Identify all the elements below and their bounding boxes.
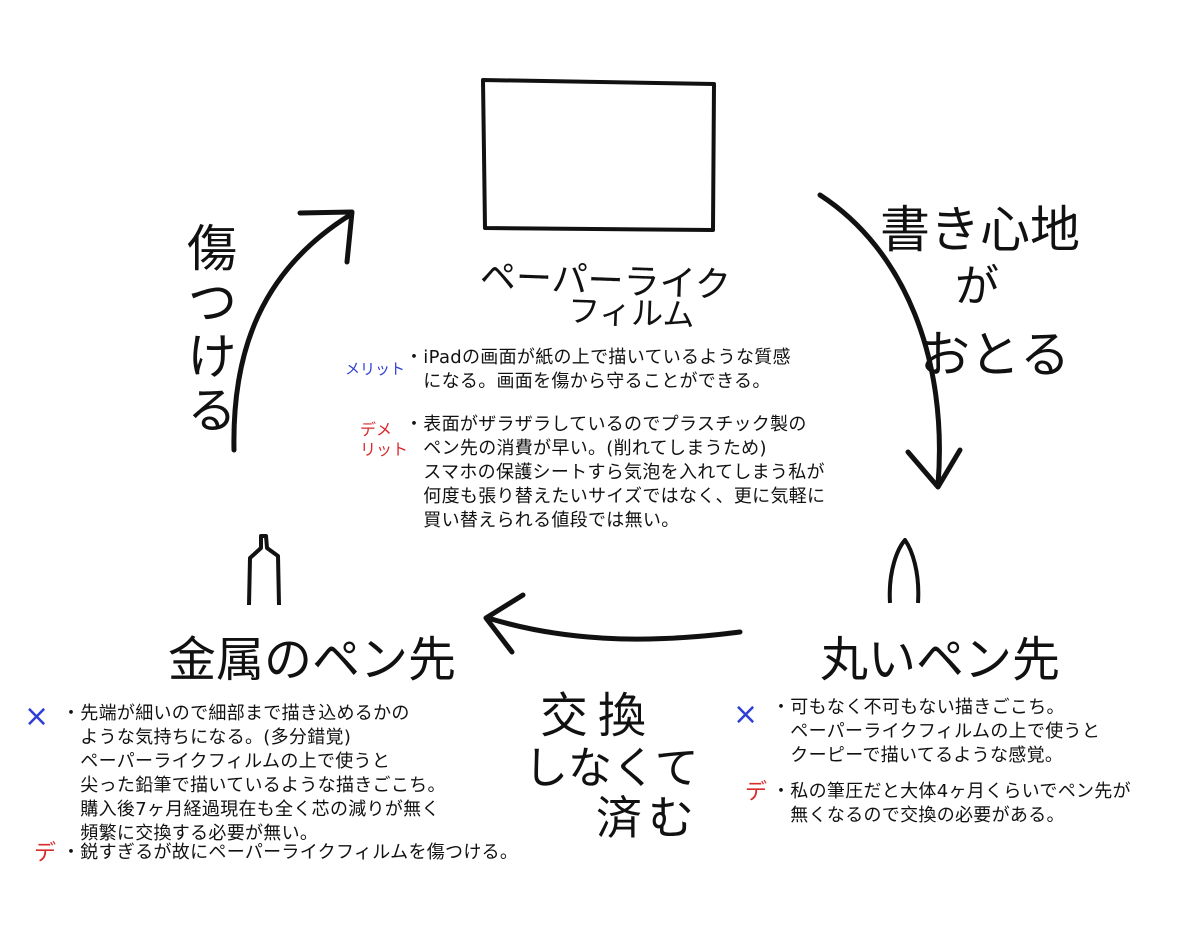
right-arrow-label-line1: 書き心地 xyxy=(880,201,1080,259)
metal-pen-title: 金属のペン先 xyxy=(168,632,457,688)
film-demerit-tag: デメ リット xyxy=(360,420,409,459)
bottom-arrow-head xyxy=(483,592,526,655)
left-arrow-shaft xyxy=(231,212,353,453)
film-merit-tag: メリット xyxy=(345,360,406,378)
round-pen-merit-mark: × xyxy=(733,697,759,732)
round-pen-demerit-text: ・私の筆圧だと大体4ヶ月くらいでペン先が 無くなるので交換の必要がある。 xyxy=(772,781,1131,826)
right-arrow-head xyxy=(905,447,963,490)
bottom-arrow-shaft xyxy=(485,615,743,642)
film-title-line2: フィルム xyxy=(567,291,696,335)
film-rectangle xyxy=(481,78,716,232)
right-arrow-shaft xyxy=(817,192,942,488)
bottom-arrow-label-line3: 済む xyxy=(596,791,700,845)
right-arrow-label-line3: おとる xyxy=(920,326,1070,384)
left-arrow-label: 傷つける xyxy=(179,222,237,438)
left-arrow-head xyxy=(297,209,355,265)
round-pen-title: 丸いペン先 xyxy=(820,632,1061,688)
film-demerit-text: ・表面がザラザラしているのでプラスチック製の ペン先の消費が早い。(削れてしまう… xyxy=(405,414,826,531)
film-merit-text: ・iPadの画面が紙の上で描いているような質感 になる。画面を傷から守ることがで… xyxy=(405,347,791,392)
round-pen-tip-icon xyxy=(887,538,921,604)
bottom-arrow-label-line2: しなくて xyxy=(524,743,699,794)
metal-pen-tip-icon xyxy=(247,534,281,606)
metal-pen-merit-mark: × xyxy=(24,699,50,734)
round-pen-demerit-mark: デ xyxy=(745,780,768,805)
bottom-arrow-label-line1: 交換 xyxy=(540,688,657,744)
metal-pen-demerit-text: ・鋭すぎるが故にペーパーライクフィルムを傷つける。 xyxy=(62,842,519,863)
right-arrow-label-line2: が xyxy=(955,261,999,312)
metal-pen-demerit-mark: デ xyxy=(34,841,57,866)
metal-pen-merit-text: ・先端が細いので細部まで描き込めるかの ような気持ちになる。(多分錯覚) ペーパ… xyxy=(62,703,446,844)
round-pen-merit-text: ・可もなく不可もない描きごこち。 ペーパーライクフィルムの上で使うと クーピーで… xyxy=(772,697,1101,766)
